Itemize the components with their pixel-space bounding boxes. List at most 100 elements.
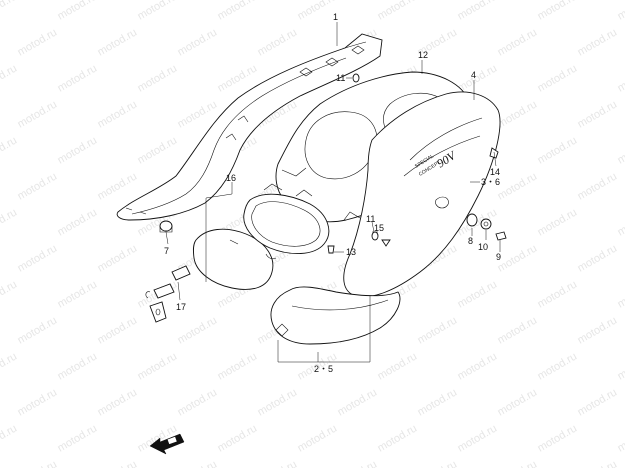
rear-cowl-upper-part [116,33,383,221]
watermark-text: motod.ru [16,26,60,58]
watermark-text: motod.ru [416,458,460,468]
watermark-text: motod.ru [0,134,19,166]
callout-15: 15 [374,223,384,233]
lower-cover-part [270,286,401,345]
watermark-text: motod.ru [56,134,100,166]
watermark-text: motod.ru [576,458,620,468]
tail-light-housing-part [243,183,330,260]
hardware-part-11-lower [371,231,379,241]
watermark-text: motod.ru [176,386,220,418]
seat-lock-key-part [145,265,191,323]
watermark-text: motod.ru [136,350,180,382]
watermark-text: motod.ru [576,242,620,274]
watermark-text: motod.ru [496,98,540,130]
callout-10: 10 [478,242,488,252]
hardware-part-15 [381,239,391,247]
watermark-text: motod.ru [536,278,580,310]
watermark-text: motod.ru [496,458,540,468]
hardware-part-11-upper [352,73,360,83]
watermark-text: motod.ru [296,422,340,454]
watermark-text: motod.ru [576,98,620,130]
watermark-text: motod.ru [536,0,580,23]
watermark-text: motod.ru [16,386,60,418]
watermark-text: motod.ru [216,422,260,454]
watermark-text: motod.ru [496,386,540,418]
watermark-text: motod.ru [376,0,420,23]
watermark-text: motod.ru [0,350,19,382]
watermark-text: motod.ru [616,62,625,94]
watermark-text: motod.ru [176,314,220,346]
watermark-text: motod.ru [16,242,60,274]
watermark-text: motod.ru [256,458,300,468]
callout-1: 1 [333,12,338,22]
watermark-text: motod.ru [0,0,19,23]
watermark-text: motod.ru [96,98,140,130]
watermark-text: motod.ru [216,0,260,23]
watermark-text: motod.ru [536,206,580,238]
hardware-part-7 [159,220,173,233]
watermark-text: motod.ru [0,422,19,454]
callout-12: 12 [418,50,428,60]
watermark-text: motod.ru [96,170,140,202]
watermark-text: motod.ru [496,314,540,346]
callout-16: 16 [226,173,236,183]
side-cover-part: SPECIAL CONCEPT 90V [343,91,501,298]
watermark-text: motod.ru [576,386,620,418]
watermark-text: motod.ru [96,314,140,346]
watermark-text: motod.ru [216,350,260,382]
leader-lines [165,22,501,363]
watermark-text: motod.ru [16,170,60,202]
watermark-text: motod.ru [256,26,300,58]
callout-8: 8 [468,236,473,246]
watermark-text: motod.ru [56,0,100,23]
callout-13: 13 [346,247,356,257]
watermark-text: motod.ru [96,26,140,58]
callout-4: 4 [471,70,476,80]
watermark-text: motod.ru [616,278,625,310]
callout-11-lower: 11 [366,214,375,224]
watermark-text: motod.ru [0,278,19,310]
watermark-text: motod.ru [416,386,460,418]
callout-labels: 1 11 12 4 14 3・6 16 11 15 8 10 9 7 13 17… [164,12,501,374]
watermark-text: motod.ru [336,386,380,418]
watermark-text: motod.ru [496,26,540,58]
watermark-text: motod.ru [96,242,140,274]
hardware-part-10 [480,218,492,230]
watermark-text: motod.ru [456,278,500,310]
watermark-text: motod.ru [256,386,300,418]
callout-14: 14 [490,167,500,177]
watermark-text: motod.ru [496,242,540,274]
watermark-text: motod.ru [136,62,180,94]
watermark-text: motod.ru [16,458,60,468]
watermark-text: motod.ru [576,170,620,202]
watermark-text: motod.ru [576,314,620,346]
watermark-text: motod.ru [56,62,100,94]
watermark-text: motod.ru [616,350,625,382]
hardware-part-9 [495,231,507,241]
watermark-text: motod.ru [536,350,580,382]
watermark-text: motod.ru [16,314,60,346]
watermark-text: motod.ru [536,422,580,454]
watermark-text: motod.ru [0,206,19,238]
callout-17: 17 [176,302,186,312]
watermark-text: motod.ru [456,350,500,382]
watermark-text: motod.ru [496,170,540,202]
watermark-text: motod.ru [336,458,380,468]
watermark-text: motod.ru [536,134,580,166]
front-direction-arrow-icon [149,433,185,455]
watermark-text: motod.ru [456,0,500,23]
watermark-text: motod.ru [616,0,625,23]
watermark-text: motod.ru [456,422,500,454]
tail-light-lens-part [192,228,274,290]
callout-11: 11 [336,73,345,83]
watermark-text: motod.ru [96,458,140,468]
hardware-part-8 [466,213,478,227]
watermark-text: motod.ru [416,314,460,346]
watermark-text: motod.ru [56,278,100,310]
callout-9: 9 [496,252,501,262]
watermark-text: motod.ru [136,134,180,166]
watermark-text: motod.ru [176,458,220,468]
watermark-text: motod.ru [616,422,625,454]
